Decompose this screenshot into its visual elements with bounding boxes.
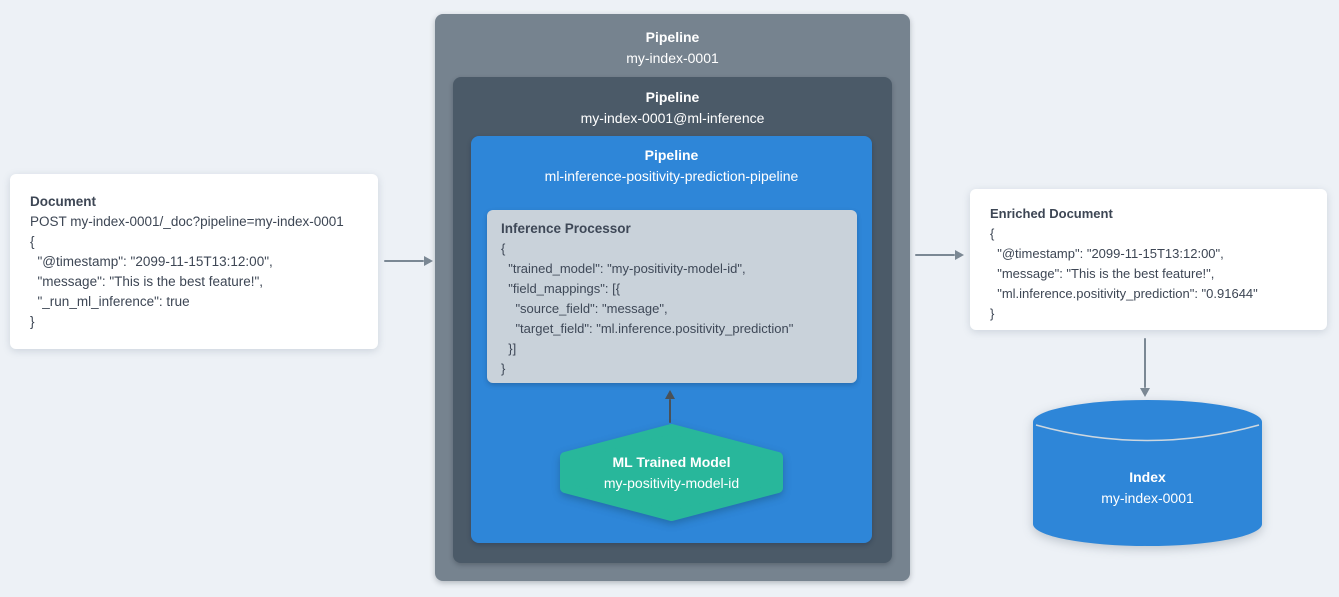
enriched-code-line: { (990, 226, 995, 241)
cylinder-shape-icon (1033, 400, 1262, 546)
arrow-head (1140, 388, 1150, 397)
right-arrow-icon (915, 250, 964, 260)
enriched-document-title: Enriched Document (990, 206, 1113, 221)
processor-code-line: }] (501, 341, 517, 356)
inference-processor-title: Inference Processor (501, 221, 631, 236)
pipeline-ml-inference-box: Pipeline my-index-0001@ml-inference Pipe… (453, 77, 892, 563)
ml-trained-model-label: ML Trained Model my-positivity-model-id (560, 424, 783, 521)
pipeline-outer-title: Pipeline (645, 29, 700, 45)
enriched-code-line: "@timestamp": "2099-11-15T13:12:00", (990, 246, 1224, 261)
index-title: Index (1129, 469, 1166, 485)
arrow-head (665, 390, 675, 399)
arrow-head (424, 256, 433, 266)
index-label: Index my-index-0001 (1033, 400, 1262, 546)
enriched-document-card: Enriched Document { "@timestamp": "2099-… (970, 189, 1327, 330)
pipeline-outer-box: Pipeline my-index-0001 Pipeline my-index… (435, 14, 910, 581)
pipeline-inference-name: ml-inference-positivity-prediction-pipel… (544, 168, 799, 184)
arrow-shaft (915, 253, 955, 257)
arrow-shaft (1143, 338, 1147, 388)
processor-code-line: "source_field": "message", (501, 301, 668, 316)
arrow-shaft (668, 399, 672, 423)
processor-code-line: "field_mappings": [{ (501, 281, 621, 296)
up-arrow-icon (665, 390, 675, 423)
arrow-head (955, 250, 964, 260)
down-arrow-icon (1140, 338, 1150, 397)
processor-code-line: } (501, 361, 506, 376)
document-code-line: "_run_ml_inference": true (30, 294, 190, 309)
document-card: Document POST my-index-0001/_doc?pipelin… (10, 174, 378, 349)
document-code-line: "message": "This is the best feature!", (30, 274, 264, 289)
inference-processor-card: Inference Processor { "trained_model": "… (487, 210, 857, 383)
pipeline-outer-header: Pipeline my-index-0001 (435, 14, 910, 68)
document-code-line: } (30, 314, 35, 329)
processor-code-line: { (501, 241, 506, 256)
index-name: my-index-0001 (1101, 490, 1194, 506)
document-code-line: { (30, 234, 35, 249)
ml-trained-model-hexagon: ML Trained Model my-positivity-model-id (560, 424, 783, 521)
document-code-line: POST my-index-0001/_doc?pipeline=my-inde… (30, 214, 344, 229)
hexagon-shape-icon (560, 424, 783, 521)
arrow-shaft (384, 259, 424, 263)
enriched-code-line: "message": "This is the best feature!", (990, 266, 1215, 281)
processor-code-line: "target_field": "ml.inference.positivity… (501, 321, 794, 336)
index-cylinder: Index my-index-0001 (1033, 400, 1262, 546)
enriched-code-line: } (990, 306, 995, 321)
pipeline-inference-box: Pipeline ml-inference-positivity-predict… (471, 136, 872, 543)
pipeline-inference-header: Pipeline ml-inference-positivity-predict… (471, 136, 872, 186)
ml-trained-model-name: my-positivity-model-id (603, 474, 740, 491)
right-arrow-icon (384, 256, 433, 266)
pipeline-inference-title: Pipeline (644, 147, 699, 163)
pipeline-ml-inference-name: my-index-0001@ml-inference (580, 110, 765, 126)
pipeline-ml-inference-header: Pipeline my-index-0001@ml-inference (453, 77, 892, 128)
document-card-title: Document (30, 194, 97, 209)
pipeline-ml-inference-title: Pipeline (645, 89, 700, 105)
pipeline-outer-name: my-index-0001 (626, 50, 719, 66)
document-code-line: "@timestamp": "2099-11-15T13:12:00", (30, 254, 273, 269)
ml-trained-model-title: ML Trained Model (612, 453, 731, 470)
processor-code-line: "trained_model": "my-positivity-model-id… (501, 261, 746, 276)
enriched-code-line: "ml.inference.positivity_prediction": "0… (990, 286, 1258, 301)
